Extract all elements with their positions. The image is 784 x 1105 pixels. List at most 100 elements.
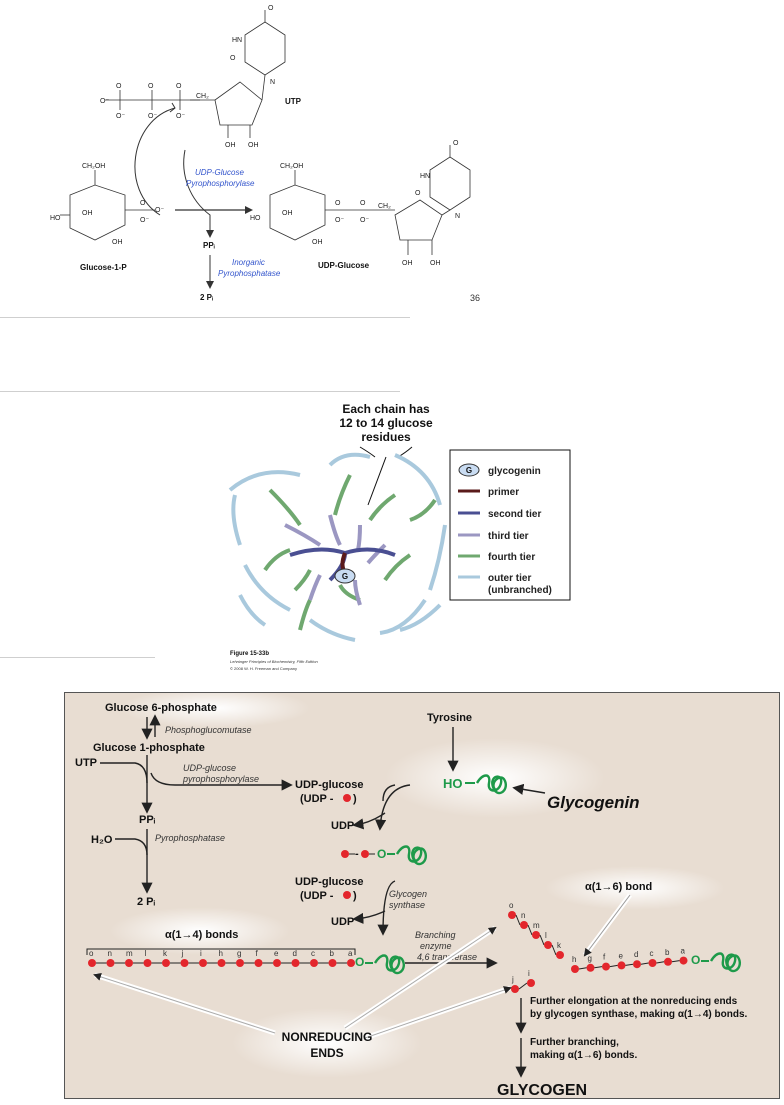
- glucose-residue: [664, 957, 672, 966]
- residue-letter: i: [528, 969, 530, 978]
- residue-letter: a: [681, 947, 686, 956]
- udp-pyro-line2: pyrophosphorylase: [182, 774, 259, 784]
- utp-label: UTP: [285, 97, 302, 106]
- residue-letter: d: [293, 949, 297, 958]
- residue-letter: k: [557, 941, 562, 950]
- svg-text:O⁻: O⁻: [140, 217, 149, 224]
- panel2-svg: Each chain has 12 to 14 glucose residues: [228, 402, 571, 671]
- figure-copyright: © 2008 W. H. Freeman and Company: [230, 666, 297, 671]
- udp-3b: UDP: [331, 916, 354, 928]
- glucose-1-phosphate: Glucose 1-phosphate: [93, 742, 205, 754]
- glycogen-title: GLYCOGEN: [497, 1082, 587, 1099]
- svg-text:O: O: [415, 190, 421, 197]
- callout-line3: residues: [361, 430, 411, 444]
- glucose-residue: [648, 959, 657, 967]
- residue-letter: e: [619, 951, 624, 960]
- glucose-residue: [199, 959, 207, 967]
- glucose-residue: [273, 959, 281, 967]
- enzyme2-line2: Pyrophosphatase: [218, 269, 281, 278]
- residue-letter: n: [108, 949, 112, 958]
- udp-3a: UDP: [331, 820, 354, 832]
- elongation-line1: Further elongation at the nonreducing en…: [530, 996, 738, 1007]
- attack-arrow: [134, 107, 176, 216]
- glucose-residue: [143, 959, 152, 967]
- glucose-residue: [527, 979, 535, 987]
- svg-text:G: G: [466, 466, 472, 475]
- residue-letter: h: [572, 955, 576, 964]
- residue-letter: m: [126, 949, 133, 958]
- glucose-1-phosphate-structure: [60, 170, 155, 241]
- branching-2: enzyme: [420, 941, 452, 951]
- glycogenin-center-label: G: [342, 572, 348, 581]
- residue-letter: f: [256, 949, 259, 958]
- glucose-residue: [180, 959, 189, 967]
- svg-text:OH: OH: [225, 142, 236, 149]
- pi-label: 2 Pᵢ: [200, 293, 213, 302]
- svg-text:OH: OH: [82, 210, 93, 217]
- branching-line1: Further branching,: [530, 1037, 619, 1048]
- svg-text:CH₂OH: CH₂OH: [82, 163, 105, 170]
- glycogenin-node: [334, 568, 356, 584]
- glycogen-synthase-2: synthase: [389, 900, 425, 910]
- residue-letter: b: [665, 948, 670, 957]
- legend-item-primer: primer: [458, 487, 519, 498]
- udp-abbrev-3b: (UDP -: [300, 890, 334, 902]
- glucose-residue: [254, 959, 263, 967]
- legend-label-second-tier: second tier: [488, 509, 541, 520]
- svg-text:HN: HN: [232, 37, 242, 44]
- svg-text:CH₂: CH₂: [378, 203, 391, 210]
- svg-text:O: O: [116, 83, 122, 90]
- residue-letter: l: [145, 949, 147, 958]
- separator-2: [0, 391, 400, 392]
- separator-1: [0, 317, 410, 318]
- legend: G glycogenin primer second tier third ti…: [449, 449, 571, 601]
- svg-text:O: O: [140, 200, 146, 207]
- svg-text:OH: OH: [430, 260, 441, 267]
- udp-glucose-3: UDP-glucose: [295, 779, 363, 791]
- residue-letter: a: [348, 949, 353, 958]
- residue-letter: k: [163, 949, 168, 958]
- glucose-residue: [310, 959, 318, 967]
- residue-letter: o: [509, 901, 514, 910]
- glucose-residue: [508, 911, 516, 919]
- residue-letter: j: [511, 975, 514, 984]
- ppi-3: PPᵢ: [139, 814, 156, 826]
- residue-letter: g: [237, 949, 241, 958]
- svg-text:O: O: [230, 55, 236, 62]
- legend-label-glycogenin: glycogenin: [488, 466, 541, 477]
- residue-letter: m: [533, 921, 540, 930]
- residue-letter: h: [219, 949, 223, 958]
- glucose-residue: [106, 959, 115, 967]
- glucose-residue: [679, 956, 688, 965]
- svg-text:HN: HN: [420, 173, 430, 180]
- outer-tier-chains: [228, 452, 447, 642]
- legend-item-outer-tier: outer tier (unbranched): [458, 573, 552, 596]
- alpha14-label: α(1→4) bonds: [165, 929, 238, 941]
- glucose-6-phosphate: Glucose 6-phosphate: [105, 702, 217, 714]
- panel-glycogen-structure: Each chain has 12 to 14 glucose residues: [0, 395, 784, 685]
- svg-text:OH: OH: [282, 210, 293, 217]
- svg-text:HO: HO: [250, 215, 261, 222]
- callout-line2: 12 to 14 glucose: [339, 416, 433, 430]
- glucose-residue: [88, 959, 96, 967]
- branching-1: Branching: [415, 930, 456, 940]
- svg-text:N: N: [455, 213, 460, 220]
- glucose-residue: [571, 965, 579, 973]
- figure-caption: Figure 15-33b: [230, 651, 269, 657]
- residue-letter: i: [200, 949, 202, 958]
- glucose-1-p-label: Glucose-1-P: [80, 263, 127, 272]
- panel-glycogen-pathway: Glucose 6-phosphate Phosphoglucomutase G…: [64, 688, 780, 1099]
- glucose-residue: [544, 941, 552, 949]
- legend-label-fourth-tier: fourth tier: [488, 552, 535, 563]
- elongation-line2: by glycogen synthase, making α(1→4) bond…: [530, 1009, 748, 1020]
- udp-glucose-label: UDP-Glucose: [318, 261, 370, 270]
- residue-letter: e: [274, 949, 279, 958]
- svg-text:O: O: [360, 200, 366, 207]
- glucose-residue: [217, 959, 226, 967]
- glycogenin-title: Glycogenin: [547, 793, 640, 812]
- two-pi: 2 Pᵢ: [137, 896, 156, 908]
- glucose-residue: [586, 963, 595, 972]
- glycogen-synthase-1: Glycogen: [389, 889, 427, 899]
